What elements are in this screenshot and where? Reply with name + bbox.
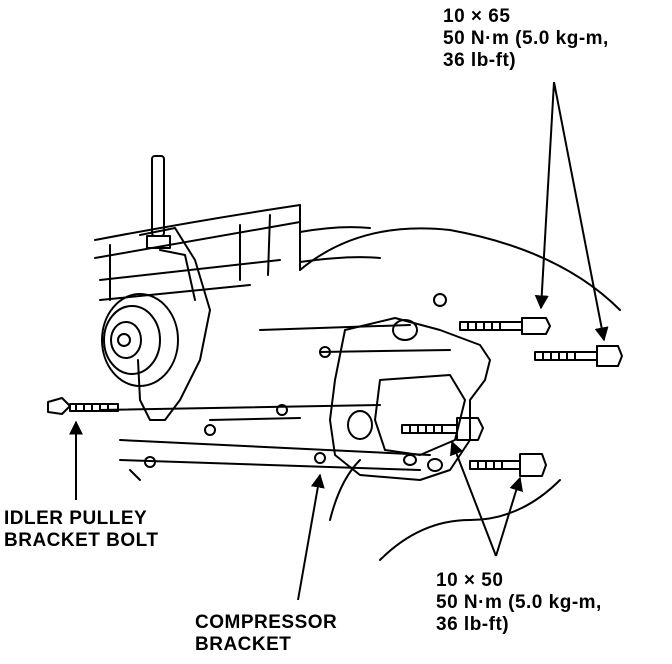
bolt-10x50-lower [469, 453, 547, 477]
label-idler-line2: BRACKET BOLT [4, 530, 159, 551]
label-bolt-10x65-torque: 50 N·m (5.0 kg-m, [443, 28, 609, 49]
label-bolt-10x50: 10 × 50 50 N·m (5.0 kg-m, 36 lb-ft) [436, 570, 602, 636]
label-bolt-10x50-size: 10 × 50 [436, 570, 504, 591]
bolt-10x65-upper [459, 317, 551, 335]
label-compressor-line2: BRACKET [195, 634, 292, 655]
through-bolt-lines [99, 324, 451, 421]
leader-top-left [534, 81, 555, 310]
label-idler-pulley-bracket-bolt: IDLER PULLEY BRACKET BOLT [4, 508, 158, 552]
dipstick-tube [146, 155, 171, 249]
leader-bottom-left [450, 440, 497, 557]
label-bolt-10x65: 10 × 65 50 N·m (5.0 kg-m, 36 lb-ft) [443, 6, 609, 72]
timing-cover [299, 227, 621, 561]
small-fasteners [144, 293, 447, 468]
compressor-bracket [329, 317, 491, 481]
leader-bottom-right [495, 476, 523, 557]
leader-top-right [553, 81, 609, 342]
bolt-10x50-upper [401, 417, 484, 441]
label-bolt-10x50-lbft: 36 lb-ft) [436, 614, 510, 635]
label-bolt-10x65-lbft: 36 lb-ft) [443, 50, 517, 71]
idler-pulley [101, 293, 179, 387]
idler-pulley-bracket [137, 227, 211, 421]
idler-bracket-bolt [47, 397, 119, 415]
engine-block-lines [94, 204, 431, 481]
leader-compressor [297, 473, 325, 601]
label-idler-line1: IDLER PULLEY [4, 508, 148, 529]
label-bolt-10x50-torque: 50 N·m (5.0 kg-m, [436, 592, 602, 613]
bolt-10x65-lower [534, 345, 623, 367]
label-bolt-10x65-size: 10 × 65 [443, 6, 511, 27]
label-compressor-bracket: COMPRESSOR BRACKET [195, 612, 337, 656]
label-compressor-line1: COMPRESSOR [195, 612, 338, 633]
